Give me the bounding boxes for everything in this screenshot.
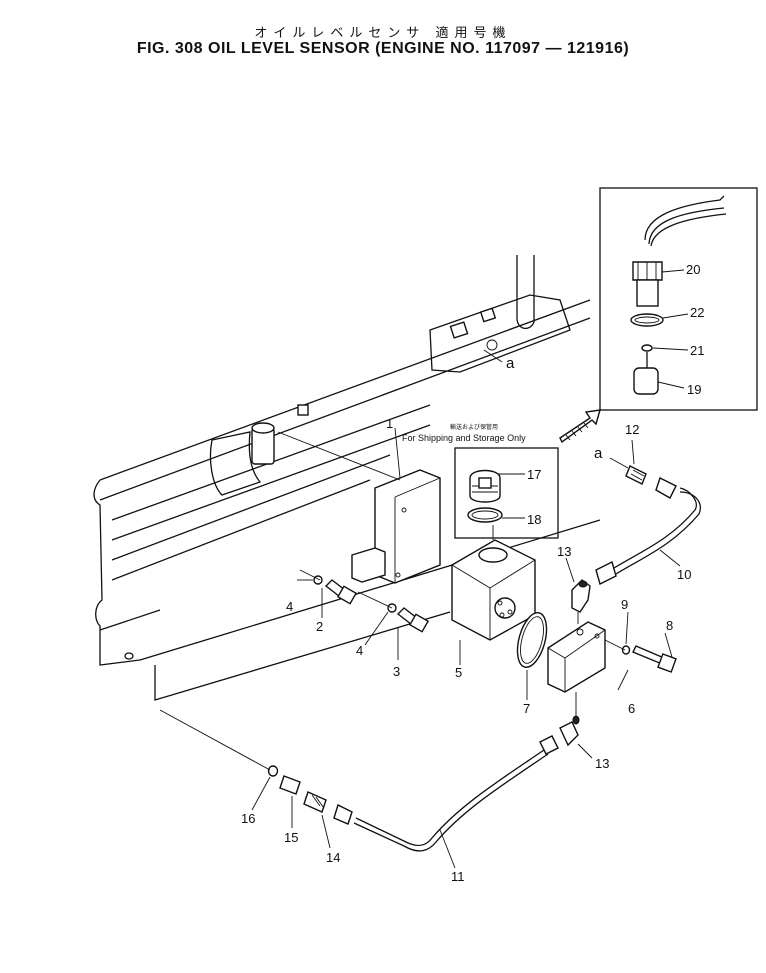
part-label-15: 15 — [284, 830, 298, 845]
shipping-arrow — [559, 409, 601, 444]
part-label-21: 21 — [690, 343, 704, 358]
shipping-note: For Shipping and Storage Only — [402, 433, 526, 443]
part-label-5: 5 — [455, 665, 462, 680]
shipping-note-jp: 輸送および保管用 — [450, 423, 498, 431]
washer-part-9 — [621, 645, 631, 655]
reference-letter-a: a — [594, 445, 603, 462]
part-label-18: 18 — [527, 512, 541, 527]
elbow-part-13-lower — [559, 692, 580, 747]
part-label-20: 20 — [686, 262, 700, 277]
hose-part-11 — [333, 735, 559, 852]
part-label-9: 9 — [621, 597, 628, 612]
hose-part-10 — [595, 477, 701, 586]
engine-block — [93, 255, 601, 701]
part-label-2: 2 — [316, 619, 323, 634]
part-label-11: 11 — [451, 869, 465, 884]
part-label-14: 14 — [326, 850, 340, 865]
bolt-part-2 — [299, 569, 358, 605]
part-label-19: 19 — [687, 382, 701, 397]
block-part-6 — [547, 621, 606, 693]
figure-title: FIG. 308 OIL LEVEL SENSOR (ENGINE NO. 11… — [136, 40, 630, 57]
bolt-part-8 — [604, 639, 677, 673]
part-label-12: 12 — [625, 422, 639, 437]
fitting-part-14 — [303, 791, 327, 813]
washer-part-16 — [267, 765, 279, 777]
title-japanese: オイルレベルセンサ 適用号機 — [254, 26, 512, 41]
part-label-13: 13 — [595, 756, 609, 771]
part-label-22: 22 — [690, 305, 704, 320]
part-label-4: 4 — [286, 599, 293, 614]
leader-lines — [251, 269, 689, 869]
part-label-16: 16 — [241, 811, 255, 826]
bolt-part-3 — [357, 591, 430, 633]
part-label-13: 13 — [557, 544, 571, 559]
elbow-part-13-upper — [571, 579, 591, 624]
part-label-17: 17 — [527, 467, 541, 482]
part-label-7: 7 — [523, 701, 530, 716]
shipping-plug-inset — [454, 447, 559, 539]
part-label-6: 6 — [628, 701, 635, 716]
part-label-4: 4 — [356, 643, 363, 658]
part-label-3: 3 — [393, 664, 400, 679]
block-part-5 — [451, 525, 536, 641]
part-label-8: 8 — [666, 618, 673, 633]
bracket-part-1 — [277, 431, 441, 584]
connector-part-12 — [609, 439, 647, 485]
fitting-part-15 — [279, 775, 301, 795]
part-label-1: 1 — [386, 416, 393, 431]
o-ring-part-7 — [516, 612, 548, 668]
reference-letter-a: a — [506, 355, 515, 372]
sensor-detail-inset — [599, 187, 758, 411]
part-label-10: 10 — [677, 567, 691, 582]
